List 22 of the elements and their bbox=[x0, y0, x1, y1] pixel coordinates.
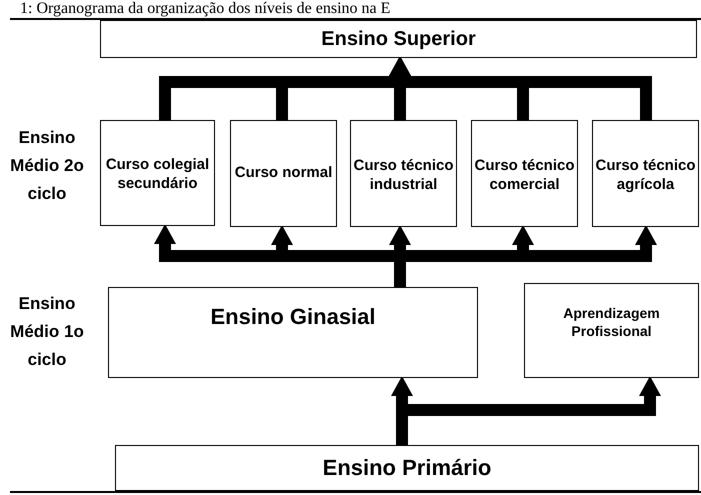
box-text: Curso normal bbox=[234, 164, 332, 183]
box-text: Ensino Superior bbox=[321, 26, 476, 52]
level-box bbox=[100, 20, 697, 58]
box-text: Aprendizagem Profissional bbox=[562, 305, 661, 340]
level-box bbox=[592, 120, 699, 227]
box-text: Curso técnico agrícola bbox=[594, 156, 697, 194]
level-box bbox=[108, 287, 478, 378]
arrow bbox=[389, 56, 652, 120]
level-box bbox=[350, 120, 457, 227]
level-box bbox=[524, 283, 699, 378]
figure-title: 1: Organograma da organização dos níveis de ensino na E bbox=[20, 0, 390, 18]
level-box bbox=[230, 120, 337, 227]
level-label: Ensino Médio 2o ciclo bbox=[9, 127, 85, 205]
level-box bbox=[471, 120, 578, 227]
level-label: Ensino Médio 1o ciclo bbox=[9, 293, 85, 371]
box-text: Ensino Primário bbox=[322, 454, 492, 482]
box-text: Curso técnico industrial bbox=[352, 156, 455, 194]
box-text: Curso colegial secundário bbox=[104, 156, 210, 194]
level-box bbox=[115, 445, 699, 491]
level-box bbox=[100, 120, 215, 226]
box-text: Ensino Ginasial bbox=[210, 302, 376, 330]
box-text: Curso técnico comercial bbox=[473, 156, 576, 194]
